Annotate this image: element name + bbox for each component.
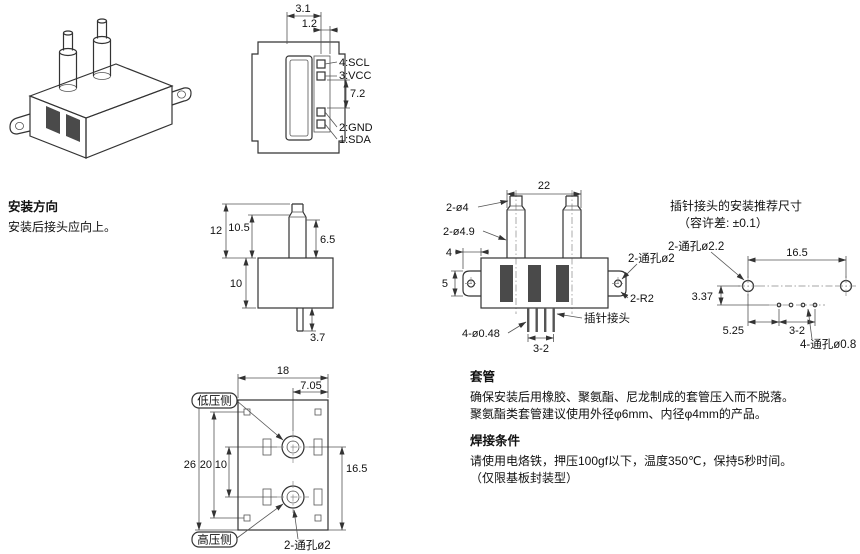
dim-22-label: 22 [538,180,550,192]
high-pressure-label: 高压侧 [197,533,232,547]
dim-7-05-label: 7.05 [300,380,321,392]
dim-7-2-label: 7.2 [350,88,365,100]
install-note-title: 安装方向 [8,200,59,214]
dim-4-label: 4 [446,247,452,259]
mount-tolerance: （容许差: ±0.1） [678,215,768,230]
bottom-holes-label: 2-通孔ø2 [284,539,331,552]
mount-holes-big-label: 2-通孔ø2.2 [668,240,724,253]
sleeve-note-line1: 确保安装后用橡胶、聚氨酯、尼龙制成的套管压入而不脱落。 [470,390,795,404]
dim-20-label: 20 [200,459,212,471]
mount-holes-small-label: 4-通孔ø0.8 [800,338,856,351]
through-holes-label: 2-通孔ø2 [628,252,675,265]
solder-note-line2: （仅限基板封装型） [470,471,579,485]
dim-26-label: 26 [184,459,196,471]
sleeve-note-line2: 聚氨酯类套管建议使用外径φ6mm、内径φ4mm的产品。 [470,407,767,421]
bottom-view: 18 7.05 26 20 10 16.5 低压侧 [184,365,368,552]
mount-title: 插针接头的安装推荐尺寸 [670,198,802,213]
front-dimension-view: 22 2-ø4 2-ø4.9 4 5 2-通孔ø2 2-R2 [442,180,675,355]
pin-header-label: 插针接头 [584,311,630,325]
dim-3-37-label: 3.37 [692,291,713,303]
pin-pitch-label: 3-2 [533,343,549,355]
dim-10-ports-label: 10 [215,459,227,471]
pin-dia-label: 4-ø0.48 [462,328,500,340]
dim-3-7-label: 3.7 [310,332,325,344]
dim-12-label: 12 [210,225,222,237]
connector-mounting-view: 插针接头的安装推荐尺寸 （容许差: ±0.1） 2-通孔ø2.2 16.5 3.… [668,198,856,351]
install-note-body: 安装后接头应向上。 [8,220,117,234]
dim-10-5-label: 10.5 [228,222,249,234]
port-tip-label: 2-ø4 [446,202,469,214]
pin3-label: 3:VCC [339,70,371,82]
dim-16-5-span-label: 16.5 [786,247,807,259]
install-direction-note: 安装方向 安装后接头应向上。 [8,196,198,236]
dim-3-1-label: 3.1 [295,3,310,15]
dim-5-label: 5 [442,278,448,290]
solder-note: 焊接条件 请使用电烙铁，押压100gf以下，温度350℃，保持5秒时间。 （仅限… [470,430,856,487]
fillet-label: 2-R2 [630,293,654,305]
dim-18-label: 18 [277,365,289,377]
mount-pitch-label: 3-2 [789,325,805,337]
pin1-label: 1:SDA [339,134,371,146]
dim-10-label: 10 [230,278,242,290]
side-view: 12 10.5 6.5 10 3.7 [210,203,335,344]
isometric-view [9,18,192,159]
solder-note-line1: 请使用电烙铁，押压100gf以下，温度350℃，保持5秒时间。 [470,454,793,468]
dim-1-2-label: 1.2 [302,18,317,30]
front-pin-view: 4:SCL 3:VCC 2:GND 1:SDA 7.2 3.1 1.2 [251,3,373,154]
low-pressure-label: 低压侧 [197,395,232,408]
port-base-label: 2-ø4.9 [443,226,475,238]
dim-5-25-label: 5.25 [723,325,744,337]
pin4-label: 4:SCL [339,57,370,69]
pin2-label: 2:GND [339,122,373,134]
dim-16-5-label: 16.5 [346,463,367,475]
sleeve-note: 套管 确保安装后用橡胶、聚氨酯、尼龙制成的套管压入而不脱落。 聚氨酯类套管建议使… [470,366,856,423]
solder-note-title: 焊接条件 [470,434,521,448]
sleeve-note-title: 套管 [470,370,496,384]
dim-6-5-label: 6.5 [320,234,335,246]
